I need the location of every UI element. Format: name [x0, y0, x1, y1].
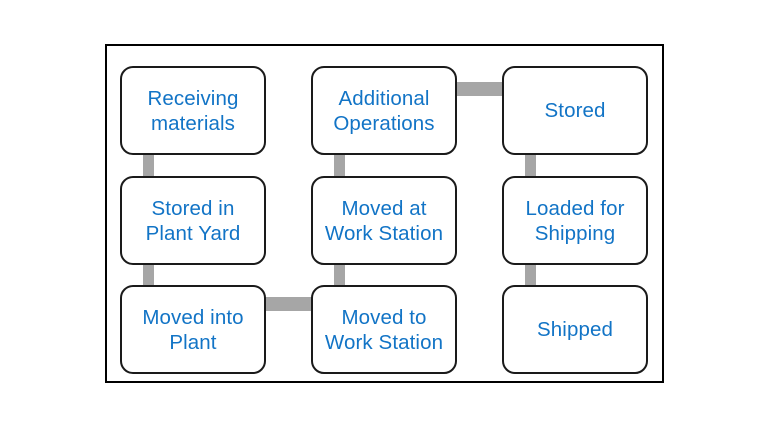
process-node-shipped[interactable]: Shipped	[502, 285, 648, 374]
process-node-moved-at-work-station[interactable]: Moved at Work Station	[311, 176, 457, 265]
process-node-label: Moved at Work Station	[324, 196, 444, 245]
process-node-moved-into-plant[interactable]: Moved into Plant	[120, 285, 266, 374]
connector-stored-yard-to-moved-into-plant	[143, 262, 154, 287]
process-node-additional-operations[interactable]: Additional Operations	[311, 66, 457, 155]
process-node-stored[interactable]: Stored	[502, 66, 648, 155]
process-node-label: Additional Operations	[333, 86, 435, 135]
process-node-receiving-materials[interactable]: Receiving materials	[120, 66, 266, 155]
connector-work-station-to-moved-at	[334, 262, 345, 287]
process-node-stored-in-plant-yard[interactable]: Stored in Plant Yard	[120, 176, 266, 265]
connector-moved-into-plant-to-work-station	[264, 297, 313, 311]
process-node-label: Stored	[544, 99, 606, 122]
process-node-label: Loaded for Shipping	[525, 196, 625, 245]
connector-moved-at-to-additional-ops	[334, 153, 345, 178]
process-node-label: Receiving materials	[147, 86, 239, 135]
process-node-loaded-for-shipping[interactable]: Loaded for Shipping	[502, 176, 648, 265]
connector-receiving-to-stored-yard	[143, 153, 154, 178]
process-node-label: Stored in Plant Yard	[145, 196, 241, 245]
process-node-label: Moved to Work Station	[324, 305, 444, 354]
connector-loaded-to-shipped	[525, 262, 536, 287]
process-node-label: Shipped	[537, 318, 613, 341]
connector-additional-ops-to-stored	[455, 82, 504, 96]
connector-stored-to-loaded	[525, 153, 536, 178]
process-node-label: Moved into Plant	[142, 305, 244, 354]
process-node-moved-to-work-station[interactable]: Moved to Work Station	[311, 285, 457, 374]
